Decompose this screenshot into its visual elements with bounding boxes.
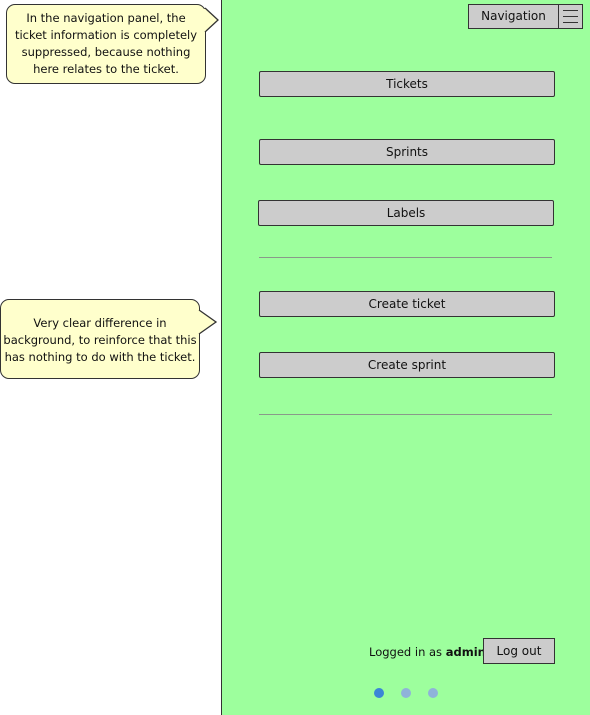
navigation-panel: Navigation Tickets Sprints Labels Create… (221, 0, 590, 715)
annotation-text: Very clear difference in background, to … (3, 316, 197, 364)
page-dot-3[interactable] (428, 688, 438, 698)
annotation-text: In the navigation panel, the ticket info… (14, 11, 198, 76)
divider (259, 257, 552, 258)
divider (259, 414, 552, 415)
login-status-prefix: Logged in as (369, 645, 443, 659)
logout-button[interactable]: Log out (483, 638, 555, 664)
page-dot-2[interactable] (401, 688, 411, 698)
hamburger-icon[interactable] (558, 4, 583, 29)
annotation-note-ticket-suppressed: In the navigation panel, the ticket info… (6, 4, 206, 84)
navigation-button[interactable]: Navigation (468, 4, 559, 29)
sprints-button[interactable]: Sprints (259, 139, 555, 165)
annotation-pointer (203, 7, 219, 33)
login-status: Logged in as admin (369, 645, 486, 659)
labels-button[interactable]: Labels (258, 200, 554, 226)
annotation-note-background-difference: Very clear difference in background, to … (0, 299, 200, 379)
create-sprint-button[interactable]: Create sprint (259, 352, 555, 378)
page-dot-1[interactable] (374, 688, 384, 698)
username: admin (445, 645, 486, 659)
annotation-pointer (197, 309, 218, 335)
create-ticket-button[interactable]: Create ticket (259, 291, 555, 317)
tickets-button[interactable]: Tickets (259, 71, 555, 97)
